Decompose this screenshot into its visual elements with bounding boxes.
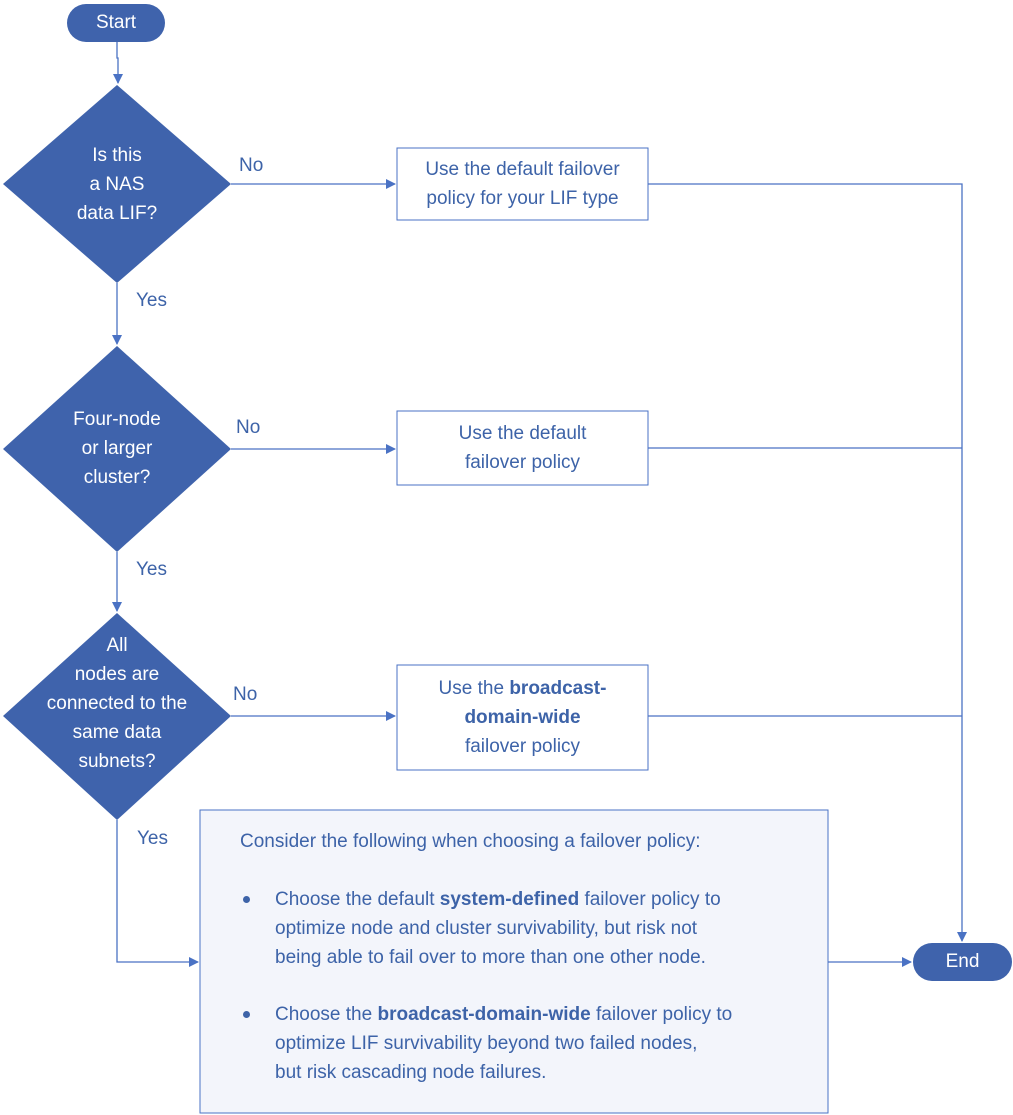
- note-line: Choose the broadcast-domain-wide failove…: [275, 1000, 820, 1029]
- edge-label-yes: Yes: [136, 290, 167, 311]
- policy-name-bold: broadcast-: [509, 678, 607, 699]
- decision-diamond-nas: [3, 85, 231, 283]
- bullet-dot: [243, 1011, 250, 1018]
- start-terminal: [67, 4, 165, 42]
- note-text: Choose the default: [275, 889, 440, 910]
- decision-nas-line: data LIF?: [76, 203, 158, 224]
- arrow-d3-yes: [116, 820, 199, 967]
- decision-cluster-line: cluster?: [83, 467, 151, 488]
- bullet-dot: [243, 896, 250, 903]
- decision-subnets-line: All: [106, 635, 128, 656]
- action-line: failover policy: [464, 452, 581, 473]
- start-label: Start: [95, 12, 137, 33]
- action-line: Use the broadcast-: [397, 674, 648, 703]
- action-default-text: Use the default failover policy: [397, 419, 648, 477]
- policy-name-bold: broadcast-domain-wide: [377, 1004, 591, 1025]
- note-box: [199, 809, 829, 1114]
- edge-label-yes: Yes: [136, 559, 167, 580]
- action-broadcast-text: Use the broadcast- domain-wide failover …: [397, 674, 648, 761]
- edge-label-no: No: [233, 684, 258, 705]
- action-line: domain-wide: [397, 703, 648, 732]
- note-line: but risk cascading node failures.: [275, 1062, 547, 1083]
- edge-label-yes: Yes: [137, 828, 168, 849]
- note-line: optimize LIF survivability beyond two fa…: [275, 1033, 698, 1054]
- note-text: Choose the: [275, 1004, 378, 1025]
- note-line: being able to fail over to more than one…: [275, 947, 706, 968]
- action-line: policy for your LIF type: [426, 188, 619, 209]
- decision-nas-line: a NAS: [89, 174, 145, 195]
- arrow-start-to-d1: [113, 42, 123, 84]
- action-line: failover policy: [464, 736, 581, 757]
- decision-cluster-line: or larger: [81, 438, 153, 459]
- policy-name-bold: domain-wide: [464, 707, 581, 728]
- note-bullet-system-defined: Choose the default system-defined failov…: [275, 885, 820, 972]
- action-lif-type-text: Use the default failover policy for your…: [397, 155, 648, 213]
- note-text: failover policy to: [590, 1004, 733, 1025]
- decision-subnets-text: All nodes are connected to the same data…: [17, 631, 217, 776]
- note-text: failover policy to: [579, 889, 721, 910]
- decision-subnets-line: same data: [72, 722, 162, 743]
- edge-label-no: No: [236, 417, 261, 438]
- decision-cluster-line: Four-node: [73, 409, 161, 430]
- line-box1-right: [648, 183, 967, 942]
- decision-diamond-cluster-size: [3, 346, 231, 552]
- note-line: Choose the default system-defined failov…: [275, 885, 820, 914]
- edge-label-no: No: [239, 155, 264, 176]
- action-text: Use the: [438, 678, 510, 699]
- decision-diamond-subnets: [3, 613, 231, 820]
- action-box-lif-type: [396, 147, 649, 221]
- decision-subnets-line: subnets?: [78, 751, 156, 772]
- action-box-broadcast: [396, 664, 649, 771]
- decision-nas-line: Is this: [92, 145, 142, 166]
- end-terminal: [913, 943, 1012, 981]
- note-bullet-broadcast: Choose the broadcast-domain-wide failove…: [275, 1000, 820, 1087]
- action-line: Use the default: [458, 423, 587, 444]
- note-line: optimize node and cluster survivability,…: [275, 918, 698, 939]
- policy-name-bold: system-defined: [439, 889, 580, 910]
- decision-cluster-text: Four-node or larger cluster?: [37, 405, 197, 492]
- decision-subnets-line: nodes are: [74, 664, 160, 685]
- end-label: End: [945, 951, 980, 972]
- decision-subnets-line: connected to the: [46, 693, 188, 714]
- decision-nas-text: Is this a NAS data LIF?: [37, 141, 197, 228]
- note-heading: Consider the following when choosing a f…: [240, 831, 701, 852]
- action-line: Use the default failover: [425, 159, 620, 180]
